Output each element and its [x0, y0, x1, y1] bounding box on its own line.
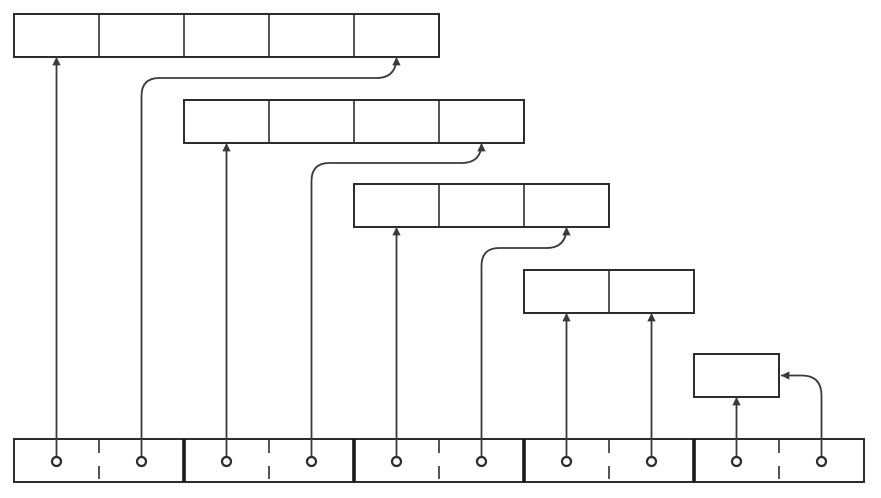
pointer-origin-dot: [645, 455, 658, 468]
pointer-origin-dot: [50, 455, 63, 468]
pointer-origin-dot: [815, 455, 828, 468]
block-of-5: [13, 13, 440, 58]
pointer-origin-dot: [560, 455, 573, 468]
pointer-origin-dot: [730, 455, 743, 468]
pointer-origin-dot: [475, 455, 488, 468]
backing-array-layer: [13, 438, 865, 483]
pointer-origin-dot: [390, 455, 403, 468]
pointer-arrow-elbow: [310, 142, 486, 456]
pointer-origin-dot: [220, 455, 233, 468]
block-of-3: [353, 183, 610, 228]
pointer-origin-dot: [305, 455, 318, 468]
pointer-arrow-elbow: [140, 56, 401, 456]
pointer-arrow-side-left: [781, 371, 823, 456]
pointer-origin-dot: [135, 455, 148, 468]
pointers-layer: [52, 56, 823, 456]
block-of-1: [693, 353, 780, 398]
blocks-layer: [13, 13, 780, 398]
pointer-arrow-elbow: [480, 226, 571, 456]
